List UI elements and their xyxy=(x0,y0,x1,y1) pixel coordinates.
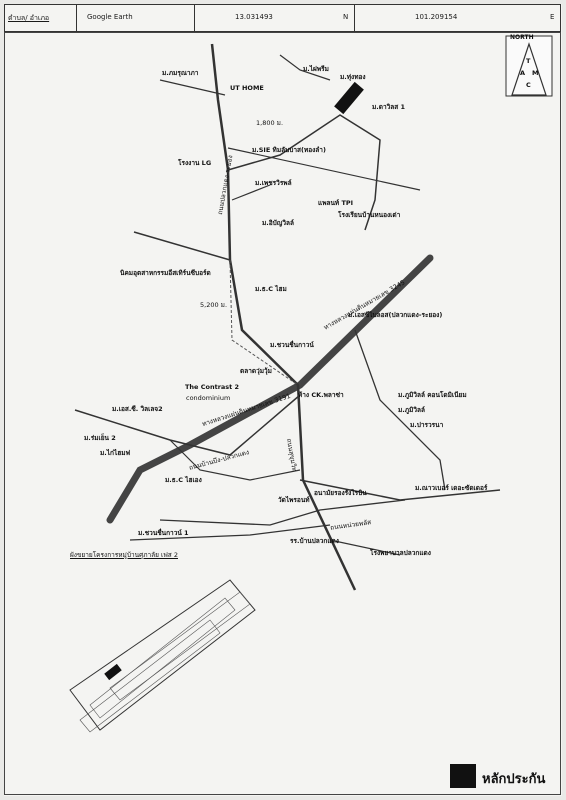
road-dashed xyxy=(229,259,299,386)
subdivision-plan xyxy=(69,579,256,733)
road-curve-w xyxy=(169,439,301,481)
place-label: ม.ธ.C ไฮเอง xyxy=(165,476,202,484)
compass-arrow xyxy=(511,42,547,96)
place-label: ม.SIE ทิมลับบาส(ทองลำ) xyxy=(252,146,326,154)
place-label: โรงงาน LG xyxy=(178,159,212,167)
header-location-cell: ตำบล/ อำเภอ xyxy=(5,5,77,31)
header-latitude: 13.031493 xyxy=(235,13,273,21)
place-label: วัดไพรอนท์ xyxy=(278,496,310,504)
place-label: ม.ทุ่งทอง xyxy=(340,73,366,81)
place-label: ม.ชวนชื่นกาวน์ 1 xyxy=(138,529,189,537)
place-label: ม.ไผ่พรีม xyxy=(303,65,329,73)
place-label: ม.อิบัญวิลล์ xyxy=(262,219,294,227)
map-frame xyxy=(4,32,561,795)
place-label: ม.ดาวิลส 1 xyxy=(372,103,406,111)
place-label: ม.เพชรวิรพล์ xyxy=(255,179,292,187)
header-lat-unit: N xyxy=(343,13,349,21)
road-south-3 xyxy=(329,539,401,556)
map-sheet xyxy=(4,4,562,796)
place-label: ม.ภูมิวิลล์ xyxy=(398,406,425,414)
road-south-2 xyxy=(129,524,331,541)
place-label: นิคมอุตสาหกรรมอีสเทิร์นซีบอร์ด xyxy=(120,269,211,277)
place-label: ม.ธ.C ไฮม xyxy=(255,285,287,293)
place-label: ตลาดวุ่มวุ้ม xyxy=(240,367,272,375)
road-west-top xyxy=(159,79,226,96)
subject-plot xyxy=(334,81,364,115)
place-label: โรงเรียนบ้านหนองเต่า xyxy=(338,211,401,219)
compass-letter-a: A xyxy=(520,69,526,77)
place-label: ห้าง CK.พลาซ่า xyxy=(298,391,344,399)
road-east-1 xyxy=(354,329,446,491)
place-label: ม.เอสซีไบลอส(ปลวกแดง-ระยอง) xyxy=(348,311,443,319)
subject-plot-in-plan xyxy=(104,663,122,681)
place-label: ม.เอส.ซี. วิลเลจ2 xyxy=(112,405,163,413)
place-label: ม.ปารวรนา xyxy=(410,421,444,429)
project-plan-title: ผังขยายโครงการหมู่บ้านศุภาลัย เฟส 2 xyxy=(70,551,178,559)
compass-letter-c: C xyxy=(526,81,531,89)
road-south-1 xyxy=(159,499,406,526)
header-lat-cell: 13.031493 N xyxy=(195,5,355,31)
road-3191 xyxy=(74,394,301,456)
header-app: Google Earth xyxy=(87,13,133,21)
compass-letter-m: M xyxy=(532,69,539,77)
road-west-mid xyxy=(133,231,231,261)
road-to-lg xyxy=(227,147,421,191)
place-label: อนามัยรองรังไรบิน xyxy=(314,489,367,497)
compass-title: NORTH xyxy=(510,34,534,41)
place-label: แพลนท์ TPI xyxy=(318,199,354,207)
compass-letter-t: T xyxy=(526,57,531,65)
header-app-cell: Google Earth xyxy=(77,5,195,31)
legend-label: หลักประกัน xyxy=(482,772,546,787)
side-distance-label: 1,800 ม. xyxy=(256,119,284,127)
contrast-sub-label: condominium xyxy=(186,394,231,402)
contrast-label: The Contrast 2 xyxy=(185,383,240,391)
place-label: ม.ชวนชื่นกาวน์ xyxy=(270,341,314,349)
road-north-south xyxy=(210,43,357,591)
header-bar: ตำบล/ อำเภอ Google Earth 13.031493 N 101… xyxy=(4,4,561,32)
place-label: ม.ภูมิวิลล์ คอนโดมิเนียม xyxy=(398,391,467,399)
place-label: ม.ภมรุณาภา xyxy=(162,69,199,77)
legend-swatch xyxy=(450,764,476,788)
place-label: ม.ณาวเบอร์ เดอะซัดเดอร์ xyxy=(415,484,488,492)
road-branch-mid xyxy=(231,184,271,201)
place-label: รร.บ้านปลวกแดง xyxy=(290,537,339,545)
road-top-n xyxy=(279,54,331,81)
place-label: ม.ร่มเย็น 2 xyxy=(84,434,116,442)
compass-box xyxy=(505,35,553,97)
place-label: ม.ไก่ไฮมฟ xyxy=(100,449,131,457)
place-label: UT HOME xyxy=(230,84,264,92)
header-lon-cell: 101.209154 E xyxy=(355,5,561,31)
place-label: โรงพยาบาลปลวกแดง xyxy=(370,549,431,557)
distance-label: 5,200 ม. xyxy=(200,301,228,309)
header-longitude: 101.209154 xyxy=(415,13,458,21)
header-location: ตำบล/ อำเภอ xyxy=(8,14,50,22)
header-lon-unit: E xyxy=(550,13,555,21)
